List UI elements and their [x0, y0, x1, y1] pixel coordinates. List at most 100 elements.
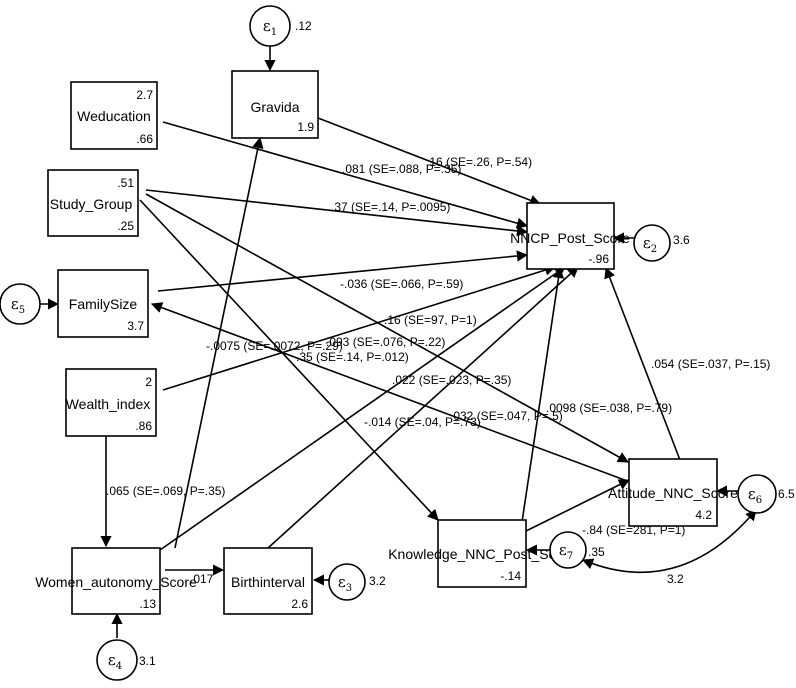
node-label: Attitude_NNC_Score: [608, 485, 738, 501]
path-label-knowledge-attitude: .0098 (SE=.038, P=.79): [546, 401, 672, 415]
node-intercept: .51: [117, 176, 134, 190]
edges: [38, 46, 757, 638]
node-label: NNCP_Post_Score: [510, 230, 630, 246]
path-label-weducation-nncp: .081 (SE=.088, P=.35): [342, 162, 461, 176]
node-variance: 1.9: [297, 120, 314, 134]
node-variance: -.14: [500, 569, 521, 583]
node-nncp-post-score: NNCP_Post_Score -.96: [510, 202, 630, 270]
error-symbol: ε: [108, 651, 116, 669]
edge-study-knowledge: [139, 199, 439, 521]
error-subscript: 7: [567, 551, 573, 562]
error-e6: ε6 6.5: [737, 474, 795, 514]
path-label-attitude-knowledge: -.84 (SE=281, P=1): [582, 523, 685, 537]
error-subscript: 1: [271, 27, 277, 38]
path-label-family-nncp: -.036 (SE=.066, P=.59): [340, 277, 463, 291]
edge-gravida-nncp: [317, 117, 542, 206]
node-birthinterval: Birthinterval 2.6: [223, 547, 313, 615]
error-symbol: ε: [338, 573, 346, 591]
path-label-wealth-nncp: .093 (SE=.076, P=.22): [326, 335, 445, 349]
error-e7: ε7 .35: [549, 531, 605, 569]
error-symbol: ε: [263, 17, 271, 35]
path-label-gravida-nncp: .16 (SE=.26, P=.54): [426, 155, 532, 169]
node-attitude-nnc-score: Attitude_NNC_Score 4.2: [608, 458, 738, 527]
svg-text:ε2: ε2: [643, 234, 657, 255]
error-e5: ε5: [0, 283, 41, 325]
path-labels: .16 (SE=.26, P=.54) .081 (SE=.088, P=.35…: [106, 155, 770, 586]
svg-text:ε3: ε3: [338, 573, 352, 594]
node-label: Weducation: [77, 108, 151, 124]
error-e2: ε2 3.6: [633, 224, 690, 262]
error-variance: 6.5: [778, 487, 795, 501]
node-label: Knowledge_NNC_Post_Score: [388, 546, 576, 562]
edge-attitude-family: [150, 302, 631, 483]
svg-text:ε6: ε6: [748, 485, 762, 506]
node-gravida: Gravida 1.9: [231, 70, 319, 139]
error-symbol: ε: [748, 485, 756, 503]
path-label-study-attitude: .16 (SE=97, P=1): [384, 313, 477, 327]
error-variance: 3.6: [673, 233, 690, 247]
error-subscript: 5: [19, 305, 25, 316]
edge-women-gravida: [174, 136, 264, 549]
node-label: Study_Group: [50, 196, 133, 212]
edge-wealth-nncp: [162, 264, 557, 391]
node-label: Gravida: [250, 99, 299, 115]
svg-text:ε7: ε7: [559, 541, 573, 562]
svg-text:ε4: ε4: [108, 651, 122, 672]
error-symbol: ε: [11, 295, 19, 313]
node-variance: 3.7: [127, 319, 144, 333]
path-label-attitude-nncp: .054 (SE=.037, P=.15): [651, 357, 770, 371]
node-variance: .66: [136, 132, 153, 146]
node-women-autonomy-score: Women_autonomy_Score .13: [35, 547, 197, 615]
error-subscript: 6: [756, 495, 762, 506]
node-weducation: Weducation 2.7 .66: [70, 81, 158, 150]
edge-knowledge-nncp: [521, 266, 565, 523]
path-label-family-attitude: .032 (SE=.047, P=.5): [450, 409, 563, 423]
error-e1: ε1 .12: [249, 5, 312, 47]
path-label-cov-e6-e7: 3.2: [667, 572, 684, 586]
edge-study-nncp: [145, 189, 529, 237]
error-variance: 3.2: [369, 574, 386, 588]
edge-attitude-nncp: [604, 266, 681, 461]
error-subscript: 3: [346, 583, 352, 594]
node-variance: 4.2: [695, 508, 712, 522]
node-variance: 2.6: [291, 597, 308, 611]
edge-cov-e6-e7: [581, 509, 757, 574]
error-e3: ε3 3.2: [328, 563, 386, 601]
error-variance: .12: [295, 19, 312, 33]
node-label: Women_autonomy_Score: [35, 574, 197, 590]
path-label-birth-nncp: .022 (SE=.023, P=.35): [392, 373, 511, 387]
node-intercept: 2: [145, 375, 152, 389]
edge-birth-nncp: [267, 266, 579, 549]
edge-women-nncp: [159, 266, 566, 551]
edge-study-attitude: [145, 193, 629, 463]
node-study-group: Study_Group .51 .25: [47, 169, 139, 237]
node-label: Birthinterval: [231, 574, 305, 590]
path-label-study-knowledge: .35 (SE=.14, P=.012): [296, 350, 409, 364]
node-label: Wealth_index: [66, 396, 151, 412]
node-knowledge-nnc-post-score: Knowledge_NNC_Post_Score -.14: [388, 519, 576, 588]
error-symbol: ε: [559, 541, 567, 559]
node-intercept: 2.7: [136, 88, 153, 102]
node-variance: .13: [139, 597, 156, 611]
edge-weduc-nncp: [162, 121, 529, 229]
error-subscript: 4: [116, 661, 122, 672]
node-variance: .86: [135, 419, 152, 433]
svg-text:ε1: ε1: [263, 17, 277, 38]
error-variance: 3.1: [139, 654, 156, 668]
path-label-wealth-women: .065 (SE=.069, P=.35): [106, 484, 225, 498]
node-wealth-index: Wealth_index 2 .86: [65, 368, 157, 437]
error-e4: ε4 3.1: [96, 639, 156, 681]
path-label-women-birth: .017: [190, 572, 214, 586]
node-family-size: FamilySize 3.7: [57, 269, 149, 338]
node-label: FamilySize: [69, 296, 138, 312]
node-variance: .25: [117, 219, 134, 233]
edge-knowledge-attitude: [521, 479, 631, 534]
node-variance: -.96: [588, 252, 609, 266]
path-label-study-nncp: .37 (SE=.14, P=.0095): [331, 200, 450, 214]
svg-text:ε5: ε5: [11, 295, 25, 316]
error-subscript: 2: [651, 244, 657, 255]
error-symbol: ε: [643, 234, 651, 252]
path-label-knowledge-nncp: -.014 (SE=.04, P=.73): [364, 415, 481, 429]
error-variance: .35: [588, 545, 605, 559]
